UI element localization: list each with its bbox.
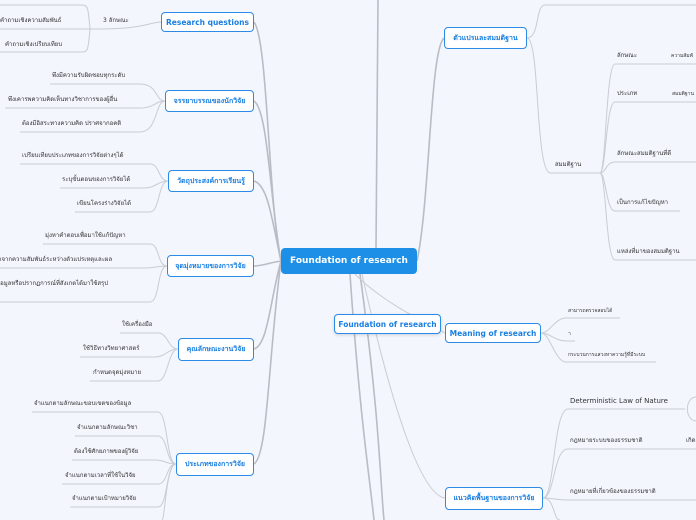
subtopic-hypothesis[interactable]: สมมติฐาน — [555, 161, 582, 168]
subtopic[interactable]: คำถามเชิงเปรียบเทียบ — [5, 41, 63, 48]
topic-label: จรรยาบรรณของนักวิจัย — [173, 96, 246, 105]
subtopic[interactable]: จำแนกตามลักษณะขอบเขตของข้อมูล — [34, 400, 132, 407]
topic-label: Meaning of research — [449, 328, 537, 338]
topic-label: ตัวแปรและสมมติฐาน — [453, 33, 518, 42]
topic-learning-objectives[interactable]: วัตถุประสงค์การเรียนรู้ — [168, 170, 254, 192]
subtopic[interactable]: คำถามเชิงความสัมพันธ์ — [0, 17, 62, 24]
subtopic[interactable]: า — [568, 331, 571, 337]
subtopic[interactable]: กฎหมายที่เกี่ยวข้องของธรรมชาติ — [570, 488, 656, 495]
subtopic[interactable]: เปรียบเทียบประเภทของการวิจัยต่างๆได้ — [22, 152, 124, 159]
topic-label: คุณลักษณะงานวิจัย — [186, 345, 246, 353]
subtopic[interactable]: นาจากความสัมพันธ์ระหว่างตัวแปรเหตุและผล — [0, 256, 113, 263]
subtopic[interactable]: ต้องใช้ศักยภาพของผู้วิจัย — [74, 448, 139, 455]
floating-topic-foundation[interactable]: Foundation of research — [334, 314, 441, 334]
subtopic[interactable]: เกิด — [686, 437, 696, 444]
topic-label: Foundation of research — [338, 319, 437, 329]
topic-label: Research questions — [166, 17, 249, 27]
subtopic[interactable]: เป็นการแก้ไขปัญหา — [617, 199, 669, 206]
subtopic[interactable]: ระบุขั้นตอนของการวิจัยได้ — [62, 176, 131, 183]
subtopic[interactable]: พึงเคารพความคิดเห็นทางวิชาการของผู้อื่น — [8, 96, 118, 103]
topic-research-characteristics[interactable]: คุณลักษณะงานวิจัย — [178, 338, 254, 361]
subtopic[interactable]: กฎหมายระบบของธรรมชาติ — [570, 437, 643, 444]
subtopic[interactable]: ต้องมีอิสระทางความคิด ปราศจากอคติ — [22, 120, 122, 127]
topic-research-types[interactable]: ประเภทของการวิจัย — [176, 453, 254, 476]
subtopic[interactable]: ใช้วิธีทางวิทยาศาสตร์ — [83, 345, 140, 352]
topic-label: จุดมุ่งหมายของการวิจัย — [175, 261, 246, 270]
central-topic[interactable]: Foundation of research — [281, 248, 417, 274]
subtopic[interactable]: ลักษณะ — [617, 52, 638, 59]
topic-label: ประเภทของการวิจัย — [184, 460, 246, 468]
topic-research-questions[interactable]: Research questions — [161, 12, 254, 32]
subtopic[interactable]: ประเภท — [617, 90, 638, 97]
central-topic-label: Foundation of research — [290, 256, 408, 266]
subtopic[interactable]: ใช้เครื่องมือ — [122, 321, 153, 328]
subtopic[interactable]: กำหนดจุดมุ่งหมาย — [93, 369, 142, 376]
topic-meaning-of-research[interactable]: Meaning of research — [445, 323, 541, 343]
subtopic[interactable]: จำแนกตามเป้าหมายวิจัย — [72, 495, 137, 502]
subtopic[interactable]: กระบวนการแสวงหาความรู้ที่มีระบบ — [568, 352, 646, 358]
subtopic[interactable]: ลักษณะสมมติฐานที่ดี — [617, 150, 672, 157]
subtopic[interactable]: Deterministic Law of Nature — [570, 397, 668, 405]
topic-label: วัตถุประสงค์การเรียนรู้ — [177, 176, 245, 185]
subtopic[interactable]: พึงมีความรับผิดชอบทุกระดับ — [52, 72, 126, 79]
subtopic[interactable]: ข้อมูลหรือปรากฏการณ์ที่สังเกตได้มาใช้สรุ… — [0, 280, 109, 287]
subtopic[interactable]: ความสัมพั — [671, 53, 693, 59]
subtopic[interactable]: สามารถตรวจสอบได้ — [568, 308, 613, 314]
topic-researcher-ethics[interactable]: จรรยาบรรณของนักวิจัย — [165, 90, 254, 112]
topic-basic-concepts[interactable]: แนวคิดพื้นฐานของการวิจัย — [445, 487, 543, 510]
topic-variables-hypotheses[interactable]: ตัวแปรและสมมติฐาน — [444, 27, 527, 49]
subtopic[interactable]: จำแนกตามเวลาที่ใช้ในวิจัย — [65, 472, 136, 479]
topic-label: แนวคิดพื้นฐานของการวิจัย — [453, 494, 535, 502]
subtopic[interactable]: สมมติฐาน — [672, 91, 694, 97]
subtopic[interactable]: 3 ลักษณะ — [103, 17, 129, 24]
subtopic[interactable]: เขียนโครงร่างวิจัยได้ — [77, 200, 131, 207]
subtopic[interactable]: มุ่งหาคำตอบเพื่อมาใช้แก้ปัญหา — [45, 232, 126, 239]
subtopic[interactable]: แหล่งที่มาของสมมติฐาน — [617, 248, 680, 255]
topic-research-aims[interactable]: จุดมุ่งหมายของการวิจัย — [167, 255, 254, 277]
subtopic[interactable]: จำแนกตามลักษณะวิชา — [77, 424, 138, 431]
